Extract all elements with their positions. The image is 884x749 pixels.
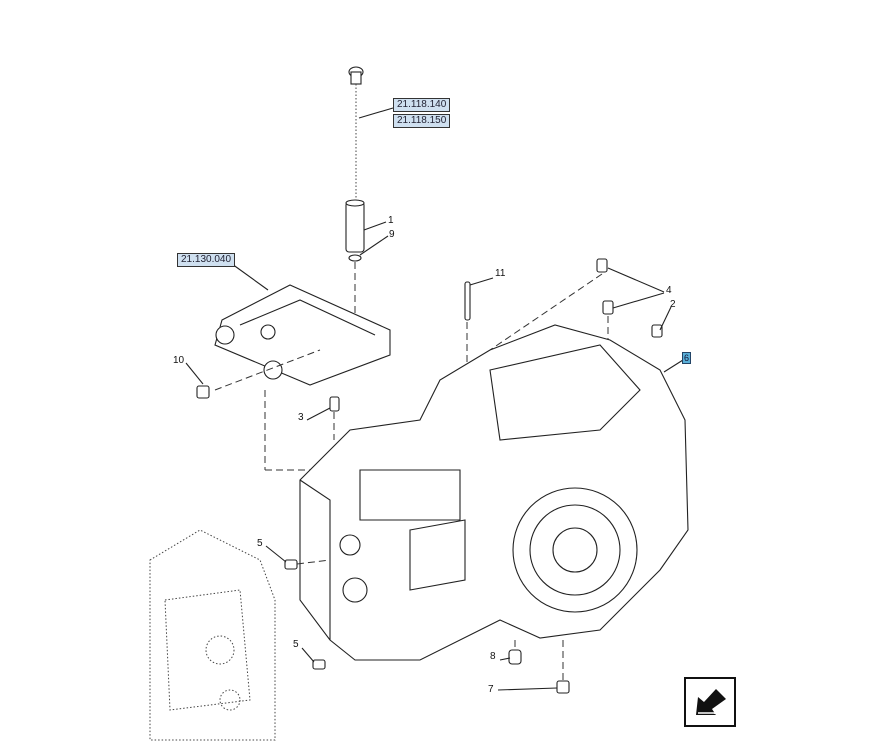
- rear-transmission-housing: [299, 324, 689, 661]
- plug-10: [196, 385, 210, 399]
- callout-10: 10: [173, 355, 185, 366]
- callout-5: 5: [293, 639, 299, 650]
- callout-3: 3: [298, 412, 304, 423]
- callout-5: 5: [257, 538, 263, 549]
- pin-11: [464, 281, 471, 321]
- reference-label[interactable]: 21.130.040: [177, 253, 236, 267]
- callout-2: 2: [670, 299, 676, 310]
- adjacent-housing: [149, 529, 276, 741]
- callout-9: 9: [389, 229, 395, 240]
- callout-8: 8: [490, 651, 496, 662]
- lift-cover-assembly: [214, 284, 391, 386]
- dowel-3: [329, 396, 340, 412]
- callout-6[interactable]: 6: [682, 352, 692, 364]
- reference-label[interactable]: 21.118.150: [393, 114, 451, 128]
- arrow-down-left-icon: [696, 689, 727, 718]
- dipstick-tube: [345, 199, 365, 262]
- callout-1: 1: [388, 215, 394, 226]
- dipstick: [348, 66, 364, 200]
- navigation-button[interactable]: [684, 677, 736, 727]
- reference-label[interactable]: 21.118.140: [393, 98, 451, 112]
- callout-7: 7: [488, 684, 494, 695]
- callout-11: 11: [495, 268, 506, 279]
- callout-4: 4: [666, 285, 672, 296]
